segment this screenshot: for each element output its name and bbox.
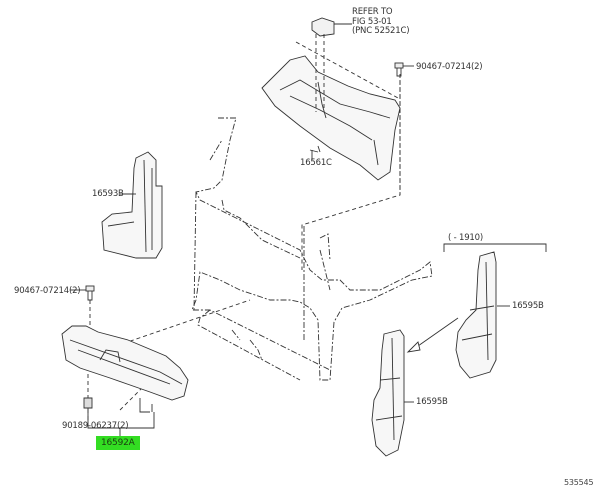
fastener-label-left[interactable]: 90467-07214(2) <box>14 286 81 296</box>
part-label-16561C[interactable]: 16561C <box>300 158 332 168</box>
part-16595B-upper[interactable] <box>455 251 510 379</box>
range-note: ( - 1910) <box>448 233 483 243</box>
figure-number: 535545 <box>564 478 594 487</box>
part-16593B[interactable] <box>101 151 163 259</box>
part-label-16593B[interactable]: 16593B <box>92 189 124 199</box>
range-bracket <box>443 243 547 252</box>
radiator-support-frame <box>191 117 433 381</box>
arrow-icon <box>406 317 459 353</box>
fastener-label-lower-left[interactable]: 90189-06237(2) <box>62 421 129 431</box>
part-16592A[interactable] <box>61 325 189 413</box>
part-label-16595B-lower[interactable]: 16595B <box>416 397 448 407</box>
reference-line-2: FIG 53-01 <box>352 16 392 27</box>
fastener-label-upper-right[interactable]: 90467-07214(2) <box>416 62 483 72</box>
clip-part-icon <box>311 17 352 37</box>
part-label-16592A-highlighted[interactable]: 16592A <box>96 436 140 450</box>
part-16595B-lower[interactable] <box>371 329 414 457</box>
bolt-icon <box>70 285 95 301</box>
part-label-16595B-upper[interactable]: 16595B <box>512 301 544 311</box>
clip-icon <box>83 397 93 420</box>
part-16561C[interactable] <box>261 55 401 181</box>
bolt-icon <box>394 62 414 77</box>
reference-line-3: (PNC 52521C) <box>352 26 410 36</box>
leader-lines <box>87 34 401 420</box>
reference-note: REFER TO FIG 53-01 (PNC 52521C) <box>352 7 410 37</box>
label-bracket <box>87 412 155 429</box>
reference-line-1: REFER TO <box>352 7 393 17</box>
